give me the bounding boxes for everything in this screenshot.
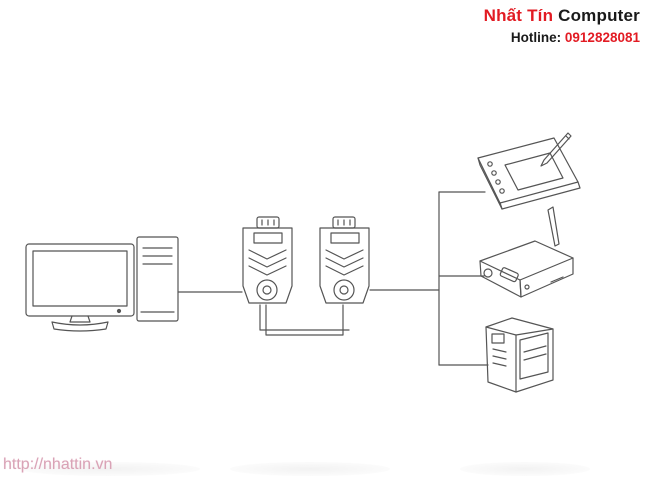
- ground-shadow: [230, 462, 390, 476]
- brand-header: Nhất Tín Computer Hotline: 0912828081: [484, 6, 640, 45]
- hotline: Hotline: 0912828081: [484, 30, 640, 46]
- label-printer-icon: [485, 317, 554, 393]
- desktop-computer-icon: [25, 236, 179, 332]
- website-url: http://nhattin.vn: [3, 456, 113, 473]
- wireless-router-icon: [479, 206, 574, 298]
- brand-name: Nhất Tín Computer: [484, 6, 640, 26]
- brand-name-dark: Computer: [553, 6, 640, 25]
- drawing-tablet-icon: [477, 132, 581, 210]
- ground-shadow: [20, 462, 200, 476]
- hotline-label: Hotline:: [510, 29, 562, 45]
- ground-shadow: [460, 462, 590, 476]
- brand-name-red: Nhất Tín: [483, 6, 554, 25]
- connection-lines: [177, 191, 489, 366]
- rs232-adapter-icon: [242, 216, 293, 304]
- rs232-adapter-icon: [319, 216, 370, 304]
- hotline-number: 0912828081: [564, 29, 640, 45]
